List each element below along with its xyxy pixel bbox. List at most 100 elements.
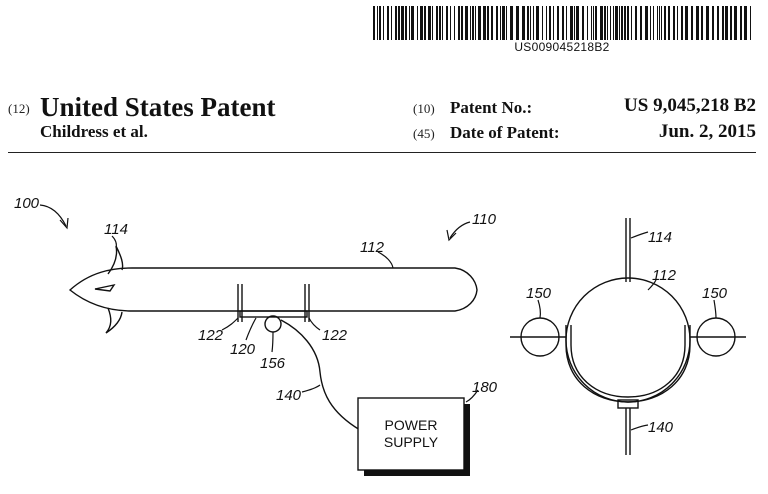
- leader-156: [271, 331, 274, 353]
- barcode-bar: [506, 6, 507, 40]
- barcode-bar: [557, 6, 559, 40]
- side-view: [68, 245, 478, 431]
- barcode-bar: [432, 6, 433, 40]
- patent-no-label: Patent No.:: [450, 98, 533, 117]
- leader-122b: [308, 317, 321, 331]
- barcode-bar: [424, 6, 426, 40]
- barcode-bar: [470, 6, 471, 40]
- barcode-bar: [478, 6, 481, 40]
- barcode-bar: [510, 6, 513, 40]
- barcode-bar: [722, 6, 724, 40]
- patent-date: Jun. 2, 2015: [658, 121, 756, 142]
- ref-140-end: 140: [648, 419, 674, 436]
- barcode-bar: [566, 6, 567, 40]
- barcode-bar: [645, 6, 648, 40]
- patent-drawing: POWER SUPPLY 100: [14, 195, 746, 476]
- barcode-bar: [546, 6, 547, 40]
- barcode-bar: [574, 6, 575, 40]
- barcode-bar: [428, 6, 431, 40]
- leader-100: [39, 204, 67, 227]
- barcode-bar: [650, 6, 651, 40]
- barcode-bar: [701, 6, 703, 40]
- leader-150b: [713, 299, 717, 319]
- barcode-bar: [417, 6, 418, 40]
- barcode-bar: [377, 6, 378, 40]
- cradle: [565, 325, 691, 403]
- barcode-bar: [465, 6, 468, 40]
- barcode-bar: [607, 6, 608, 40]
- barcode-bar: [587, 6, 588, 40]
- power-box: [357, 397, 465, 471]
- barcode-bar: [411, 6, 414, 40]
- ref-140: 140: [276, 387, 302, 404]
- barcode-bar: [549, 6, 551, 40]
- code-10: (10): [413, 101, 435, 116]
- barcode-bar: [668, 6, 670, 40]
- ref-100: 100: [14, 195, 40, 212]
- barcode-bar: [483, 6, 486, 40]
- barcode-bar: [725, 6, 728, 40]
- barcode-bar: [542, 6, 543, 40]
- ref-150-left: 150: [526, 285, 552, 302]
- barcode-bar: [734, 6, 737, 40]
- bottom-mount: [617, 399, 639, 409]
- ref-114-end: 114: [648, 229, 672, 246]
- barcode-bar: [591, 6, 592, 40]
- barcode-bar: [696, 6, 699, 40]
- barcode-bar: [533, 6, 534, 40]
- barcode-bar: [582, 6, 584, 40]
- barcode-bar: [627, 6, 629, 40]
- ref-156: 156: [260, 355, 286, 372]
- barcode-bar: [595, 6, 597, 40]
- leader-110: [449, 221, 471, 239]
- power-label-line2: SUPPLY: [384, 434, 439, 450]
- barcode-bar: [570, 6, 573, 40]
- ref-120: 120: [230, 341, 256, 358]
- leaders: [39, 204, 717, 431]
- barcode-bar: [657, 6, 658, 40]
- barcode-bar: [516, 6, 519, 40]
- barcode-bar: [744, 6, 747, 40]
- code-12: (12): [8, 101, 30, 116]
- arrow-100: [59, 217, 69, 230]
- barcode-bar: [398, 6, 400, 40]
- barcode-bar: [635, 6, 637, 40]
- lower-fin: [105, 307, 123, 334]
- ref-112: 112: [360, 239, 385, 256]
- torpedo-body: [68, 267, 478, 312]
- barcode-bar: [500, 6, 501, 40]
- barcode-bar: [706, 6, 709, 40]
- barcode-bar: [600, 6, 603, 40]
- ref-112-end: 112: [652, 267, 677, 284]
- barcode-bar: [681, 6, 683, 40]
- barcode-bar: [562, 6, 564, 40]
- barcode-bar: [379, 6, 381, 40]
- barcode-bar: [420, 6, 423, 40]
- barcode-bar: [673, 6, 675, 40]
- barcode-bar: [631, 6, 632, 40]
- barcode-bar: [685, 6, 688, 40]
- barcode-bar: [624, 6, 626, 40]
- leader-140a: [301, 384, 321, 393]
- cable-140: [280, 319, 361, 431]
- barcode-bar: [750, 6, 751, 40]
- barcode-bar: [664, 6, 666, 40]
- barcode-bar: [446, 6, 448, 40]
- code-45: (45): [413, 126, 435, 141]
- reference-numerals: 100 110 112 114 122 122 120 156 140 180 …: [14, 195, 728, 436]
- ref-114: 114: [104, 221, 128, 238]
- barcode-bar: [717, 6, 719, 40]
- barcode-bar: [383, 6, 384, 40]
- ref-122-left: 122: [198, 327, 224, 344]
- barcode-bar: [401, 6, 404, 40]
- barcode-bar: [740, 6, 742, 40]
- leader-114a: [111, 235, 117, 249]
- barcode-bar: [522, 6, 525, 40]
- barcode-bar: [439, 6, 441, 40]
- barcode-bar: [487, 6, 489, 40]
- barcode-bar: [475, 6, 476, 40]
- patent-title: United States Patent: [40, 92, 276, 122]
- barcode-bar: [391, 6, 392, 40]
- barcode-bar: [553, 6, 554, 40]
- arrow-110: [446, 229, 457, 242]
